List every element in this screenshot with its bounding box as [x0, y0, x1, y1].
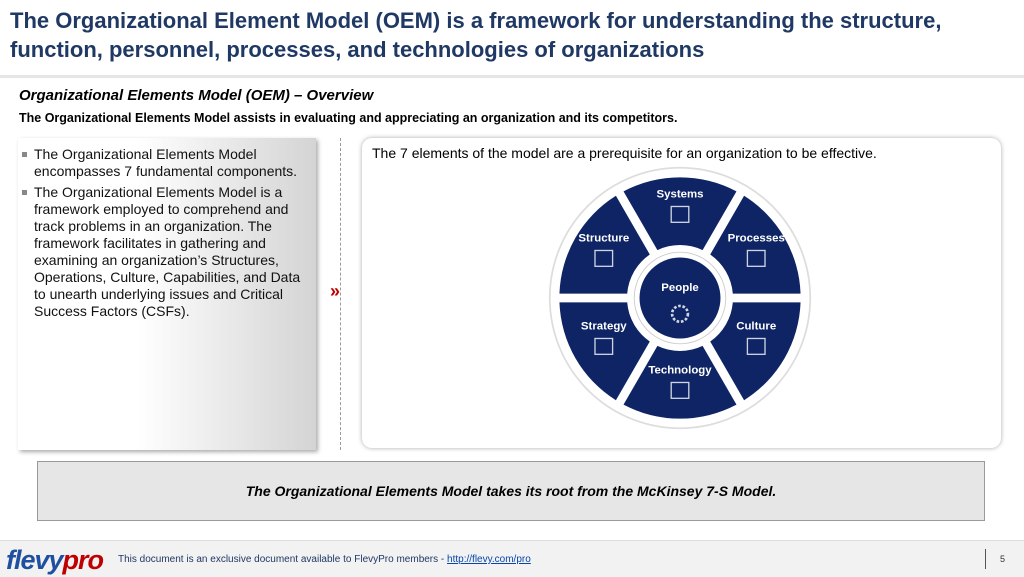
- segment-label: Systems: [656, 189, 703, 201]
- structure-icon: [594, 249, 614, 267]
- footer-text: This document is an exclusive document a…: [118, 554, 531, 565]
- segment-systems: [623, 177, 737, 251]
- segment-strategy: [559, 302, 650, 401]
- dashed-divider: [340, 138, 341, 450]
- segment-label: Processes: [728, 233, 785, 245]
- double-chevron-icon: »: [330, 281, 341, 301]
- diagram-caption: The 7 elements of the model are a prereq…: [372, 145, 877, 161]
- diagram-panel: The 7 elements of the model are a prereq…: [362, 138, 1001, 448]
- note-box: The Organizational Elements Model takes …: [37, 461, 985, 521]
- lead-text: The Organizational Elements Model assist…: [19, 111, 678, 125]
- people-gear-icon: [670, 304, 690, 324]
- segment-label: Technology: [648, 365, 712, 377]
- center-people: [639, 257, 721, 339]
- segment-processes: [710, 195, 801, 294]
- segment-label: Culture: [736, 321, 776, 333]
- title-divider: [0, 75, 1024, 78]
- segment-culture: [710, 302, 801, 401]
- segment-label: Strategy: [581, 321, 627, 333]
- technology-icon: [670, 381, 690, 399]
- flevy-link[interactable]: http://flevy.com/pro: [447, 554, 531, 565]
- bullet-panel: The Organizational Elements Model encomp…: [18, 138, 316, 450]
- page-title: The Organizational Element Model (OEM) i…: [10, 8, 942, 62]
- section-subtitle: Organizational Elements Model (OEM) – Ov…: [19, 87, 374, 104]
- center-label: People: [661, 282, 699, 294]
- processes-icon: [746, 249, 766, 267]
- systems-icon: [670, 205, 690, 223]
- page-number: 5: [985, 549, 1005, 569]
- culture-icon: [746, 337, 766, 355]
- footer: flevypro This document is an exclusive d…: [0, 540, 1024, 577]
- segment-label: Structure: [578, 233, 629, 245]
- bullet-item: The Organizational Elements Model is a f…: [22, 184, 306, 320]
- bullet-item: The Organizational Elements Model encomp…: [22, 146, 306, 180]
- segment-structure: [559, 195, 650, 294]
- flevypro-logo: flevypro: [6, 545, 104, 575]
- strategy-icon: [594, 337, 614, 355]
